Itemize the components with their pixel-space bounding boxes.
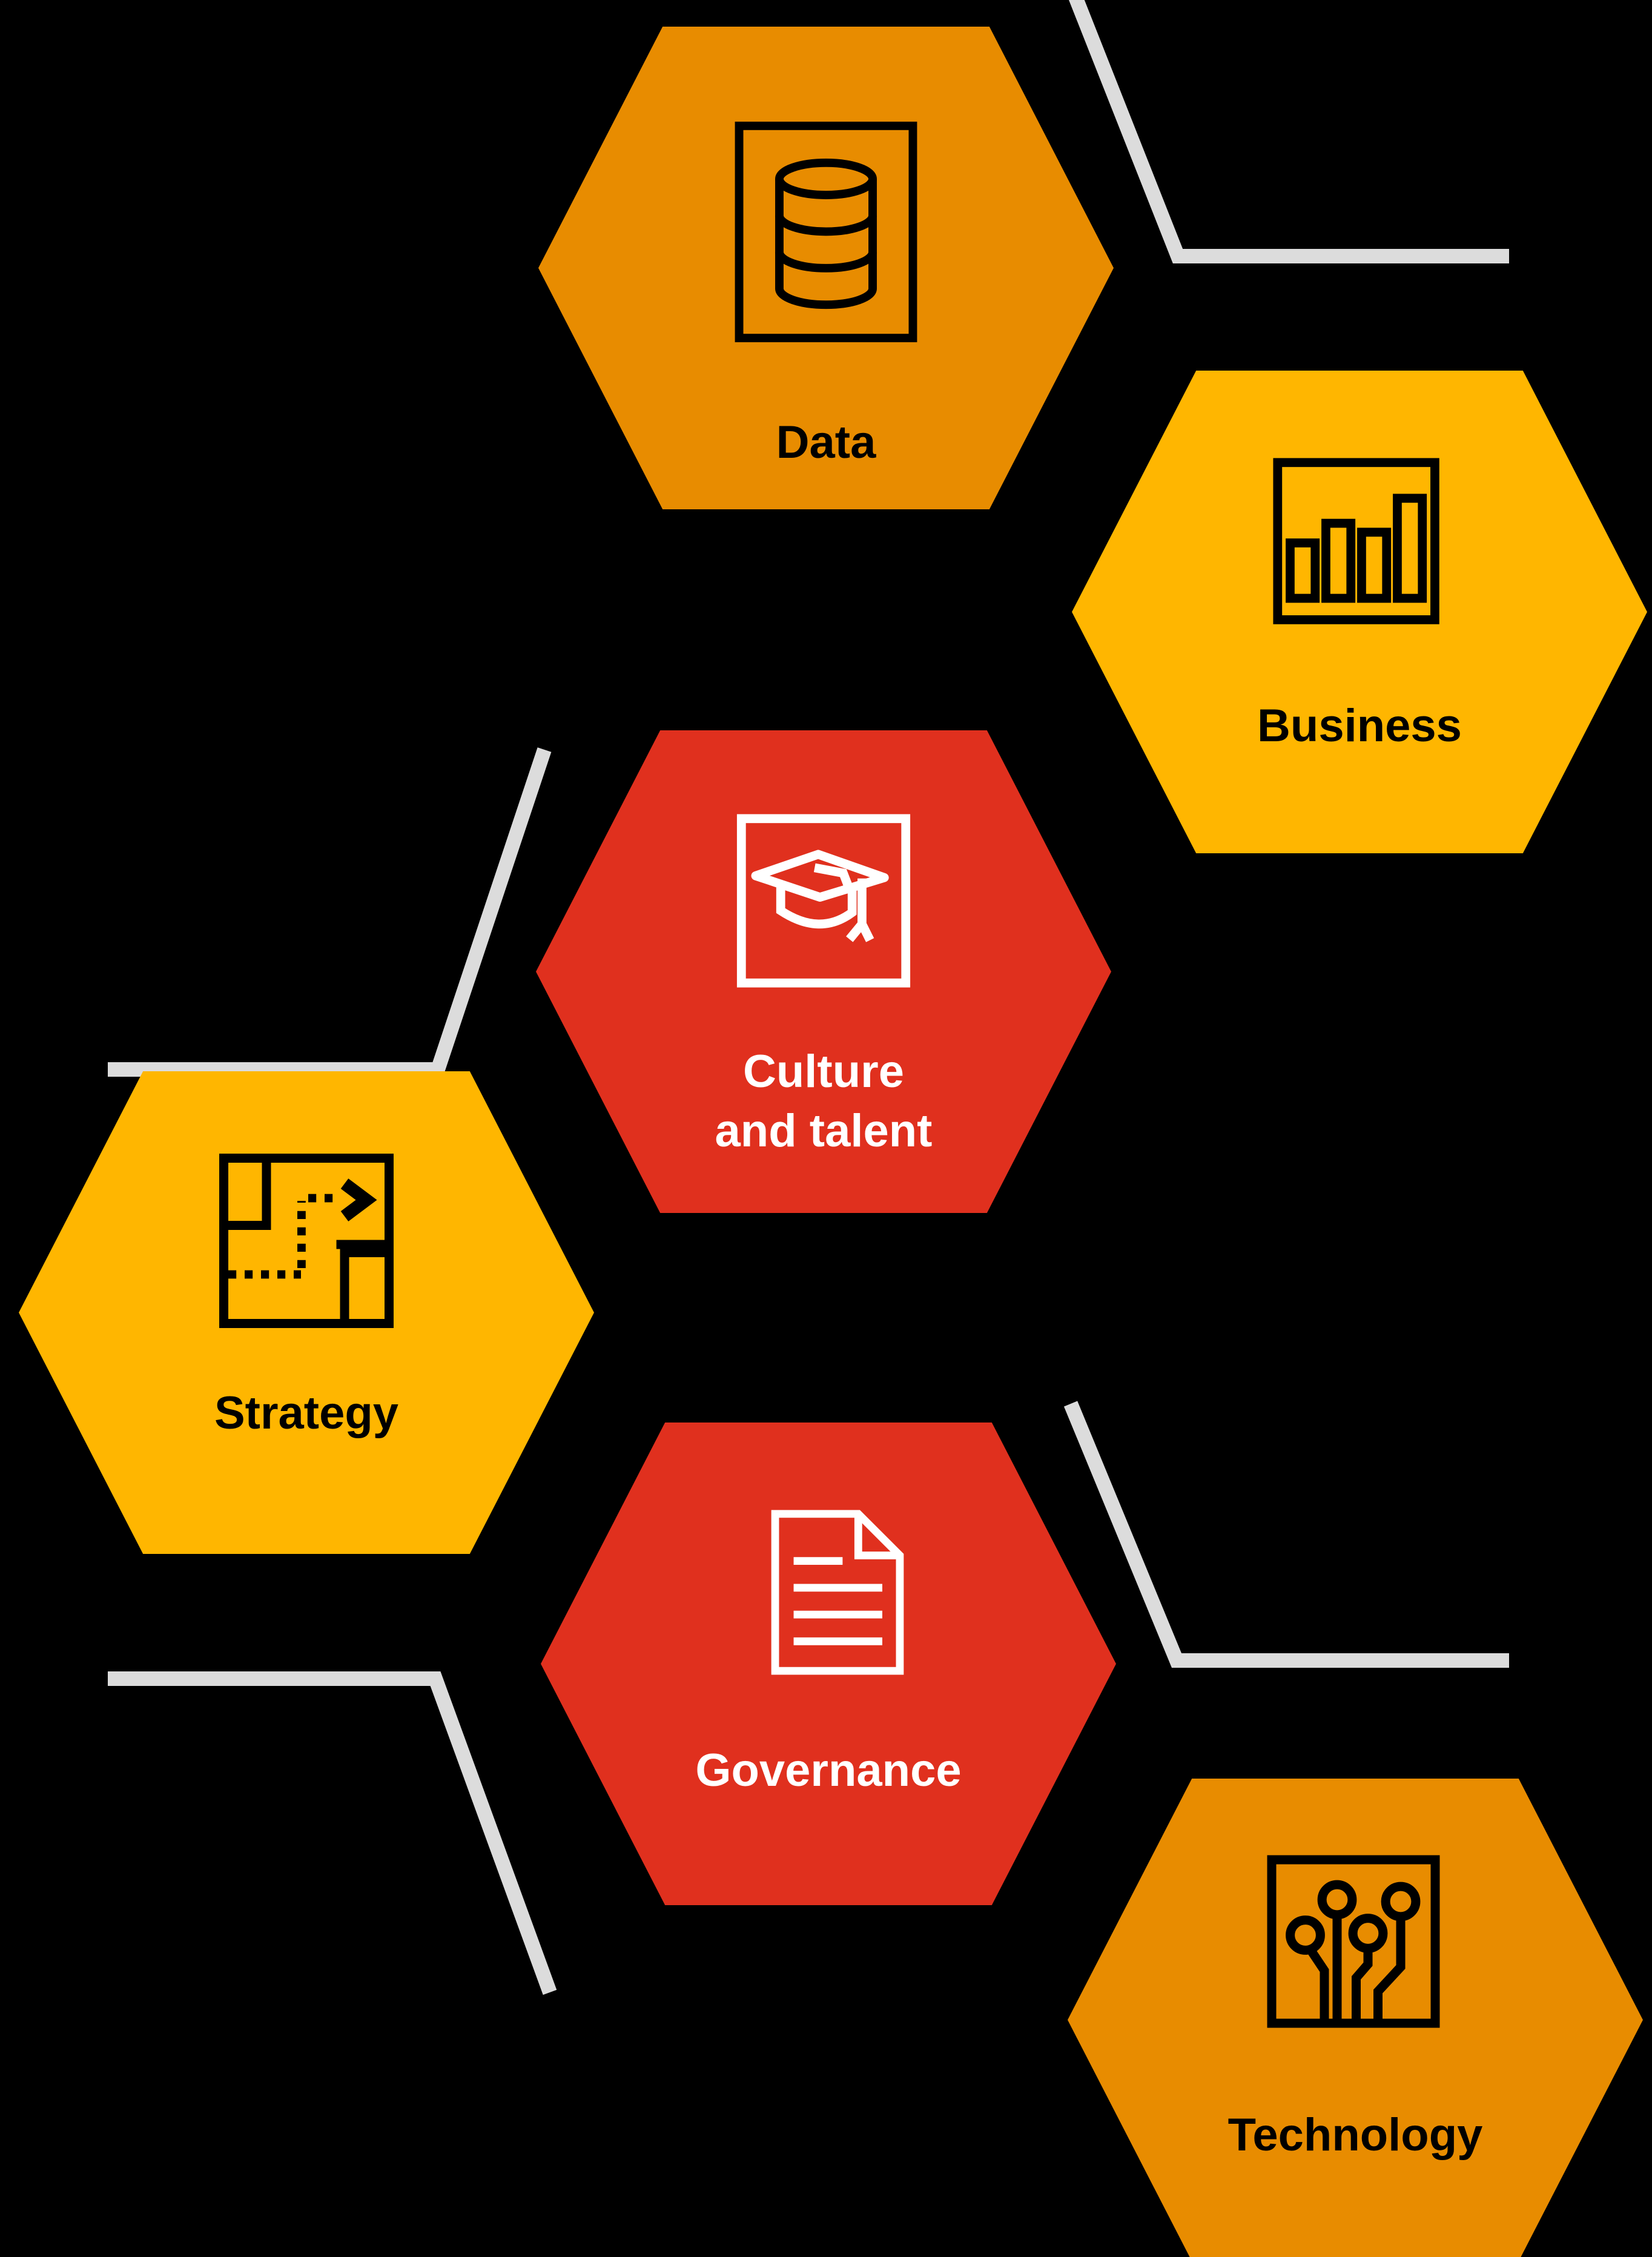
hexagon-data: Data xyxy=(538,27,1114,509)
hexagon-culture-and-talent: Culture and talent xyxy=(536,730,1111,1213)
hexagon-label-technology: Technology xyxy=(1227,2109,1483,2161)
hexagon-label-data: Data xyxy=(776,417,876,468)
connector-right-lower xyxy=(1063,1401,1509,1668)
hexagon-label-business: Business xyxy=(1257,700,1462,752)
connector-left-upper xyxy=(108,747,552,1077)
hexagon-governance: Governance xyxy=(541,1423,1116,1905)
hexagon-label-culture-and-talent: Culture and talent xyxy=(715,1046,933,1157)
connector-top-right xyxy=(1068,0,1509,263)
bar-chart-icon xyxy=(1270,455,1449,634)
database-icon xyxy=(735,121,917,343)
hexagon-business: Business xyxy=(1072,371,1647,853)
hexagon-label-governance: Governance xyxy=(695,1745,962,1796)
hexagon-label-strategy: Strategy xyxy=(214,1387,399,1439)
hexagon-technology: Technology xyxy=(1068,1779,1643,2257)
graduation-cap-icon xyxy=(733,811,914,990)
connector-left-lower xyxy=(108,1671,557,1995)
hexagon-strategy: Strategy xyxy=(19,1071,594,1554)
route-map-icon xyxy=(216,1150,397,1332)
circuit-board-icon xyxy=(1264,1852,1446,2034)
document-icon xyxy=(736,1500,921,1685)
